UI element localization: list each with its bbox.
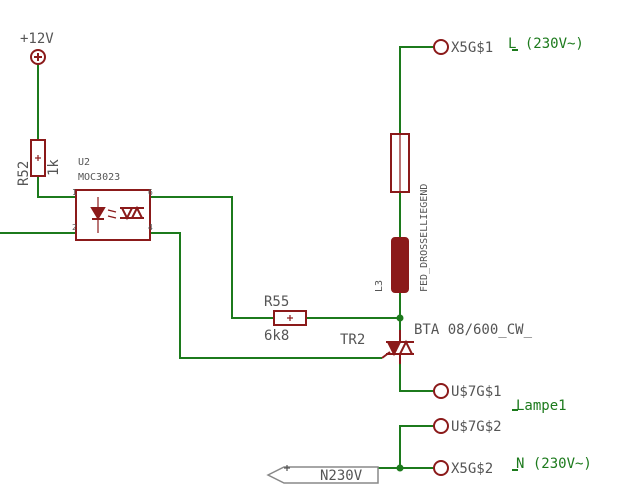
l3-value: FED_DROSSELLIEGEND (419, 184, 430, 292)
n230v-label: N230V (320, 468, 363, 484)
wire-u2-r55 (150, 196, 274, 319)
connector-u7g2: U$7G$2 (433, 418, 502, 435)
tr2-name: TR2 (340, 332, 365, 348)
junction-dot (396, 464, 404, 472)
u2-pin4: 4 (148, 223, 153, 232)
u2-pin1: 1 (72, 188, 77, 197)
x5g2-label: X5G$2 (451, 461, 493, 477)
optocoupler-u2: U2 MOC3023 1 2 6 4 (72, 157, 153, 241)
wire-triac-lampe (399, 364, 434, 392)
u2-pin2: 2 (72, 223, 77, 232)
r55-value: 6k8 (264, 328, 289, 344)
u7g1-label: U$7G$1 (451, 384, 502, 400)
coil-upper (390, 133, 410, 193)
supply-symbol: +12V (20, 31, 54, 65)
r52-value: 1k (46, 159, 62, 176)
connector-x5g1: X5G$1 (433, 39, 493, 56)
x5g1-label: X5G$1 (451, 40, 493, 56)
triac-tr2: TR2 BTA 08/600_CW_ (340, 322, 533, 364)
resistor-r52: R52 1k (16, 139, 62, 186)
wire-u2-gate (150, 232, 382, 359)
connector-x5g2: X5G$2 (433, 460, 493, 477)
inductor-l3: FED_DROSSELLIEGEND L3 (374, 184, 430, 293)
connector-u7g1: U$7G$1 (433, 383, 502, 400)
resistor-r55: R55 6k8 (264, 294, 307, 344)
u2-name: U2 (78, 157, 90, 168)
wire-r52-u2 (37, 176, 76, 198)
net-label-l: L (230V~) (508, 36, 584, 52)
u2-pin6: 6 (148, 188, 153, 197)
port-n230v: N230V (266, 465, 379, 484)
u2-type: MOC3023 (78, 172, 120, 183)
wires (0, 46, 518, 472)
junction-dot (396, 314, 404, 322)
wire-u7g2-n (399, 425, 434, 468)
l3-name: L3 (374, 280, 385, 292)
r52-name: R52 (16, 161, 32, 186)
tr2-value: BTA 08/600_CW_ (414, 322, 533, 338)
wire-l-coil (399, 46, 434, 134)
net-label-lampe: Lampe1 (516, 398, 567, 414)
u7g2-label: U$7G$2 (451, 419, 502, 435)
supply-label: +12V (20, 31, 54, 47)
net-label-n: N (230V~) (516, 456, 592, 472)
r55-name: R55 (264, 294, 289, 310)
